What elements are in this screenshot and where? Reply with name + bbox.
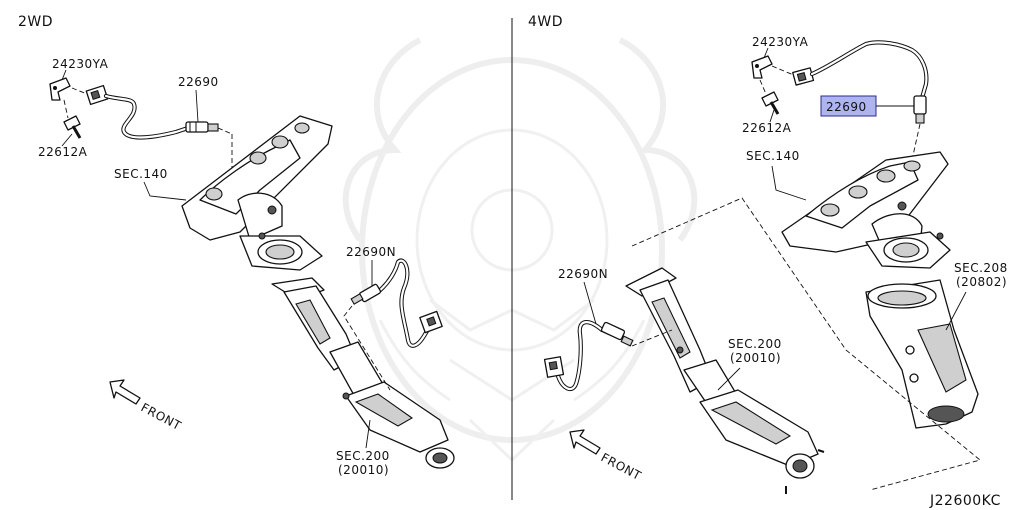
right-label-20802: (20802): [956, 275, 1007, 289]
left-connector[interactable]: [85, 84, 109, 106]
left-bracket-24230ya[interactable]: [49, 77, 71, 101]
section-title-2wd: 2WD: [18, 14, 53, 30]
right-label-22612a: 22612A: [742, 121, 792, 135]
left-label-sec140: SEC.140: [114, 167, 168, 181]
right-label-sec140: SEC.140: [746, 149, 800, 163]
right-label-front: FRONT: [599, 450, 644, 483]
left-label-sec200: SEC.200: [336, 449, 390, 463]
right-rear-oxygen-sensor-22690n[interactable]: [600, 321, 634, 347]
left-label-front: FRONT: [139, 400, 184, 433]
left-front-arrow-icon: [109, 379, 141, 405]
right-exhaust-manifold[interactable]: [781, 151, 951, 269]
right-label-20010: (20010): [730, 351, 781, 365]
right-catalytic-converter[interactable]: [625, 267, 825, 494]
right-label-22690: 22690: [826, 100, 867, 114]
right-label-22690n: 22690N: [558, 267, 608, 281]
left-label-22690n: 22690N: [346, 245, 396, 259]
left-oxygen-sensor-22690[interactable]: [185, 121, 219, 133]
section-title-4wd: 4WD: [528, 14, 563, 30]
right-bracket-24230ya[interactable]: [751, 55, 773, 79]
right-connector[interactable]: [792, 67, 815, 86]
right-front-arrow-icon: [569, 429, 601, 455]
left-label-20010: (20010): [338, 463, 389, 477]
left-label-22690: 22690: [178, 75, 219, 89]
right-oxygen-sensor-22690[interactable]: [913, 95, 927, 124]
left-bolt-22612a[interactable]: [63, 115, 82, 139]
left-rear-connector[interactable]: [419, 310, 443, 334]
right-heat-shield[interactable]: [865, 279, 979, 429]
right-cat-dashed-outline: [631, 197, 981, 491]
right-label-sec208: SEC.208: [954, 261, 1008, 275]
right-rear-connector[interactable]: [543, 356, 565, 378]
right-label-22690-highlight[interactable]: 22690: [820, 95, 877, 117]
right-label-sec200: SEC.200: [728, 337, 782, 351]
diagram-code: J22600KC: [929, 493, 1001, 509]
left-catalytic-converter[interactable]: [271, 277, 455, 469]
left-label-22612a: 22612A: [38, 145, 88, 159]
right-bolt-22612a[interactable]: [761, 91, 780, 115]
left-exhaust-manifold[interactable]: [181, 115, 333, 271]
right-label-24230ya: 24230YA: [752, 35, 809, 49]
left-rear-oxygen-sensor-22690n[interactable]: [350, 283, 382, 305]
left-label-24230ya: 24230YA: [52, 57, 109, 71]
